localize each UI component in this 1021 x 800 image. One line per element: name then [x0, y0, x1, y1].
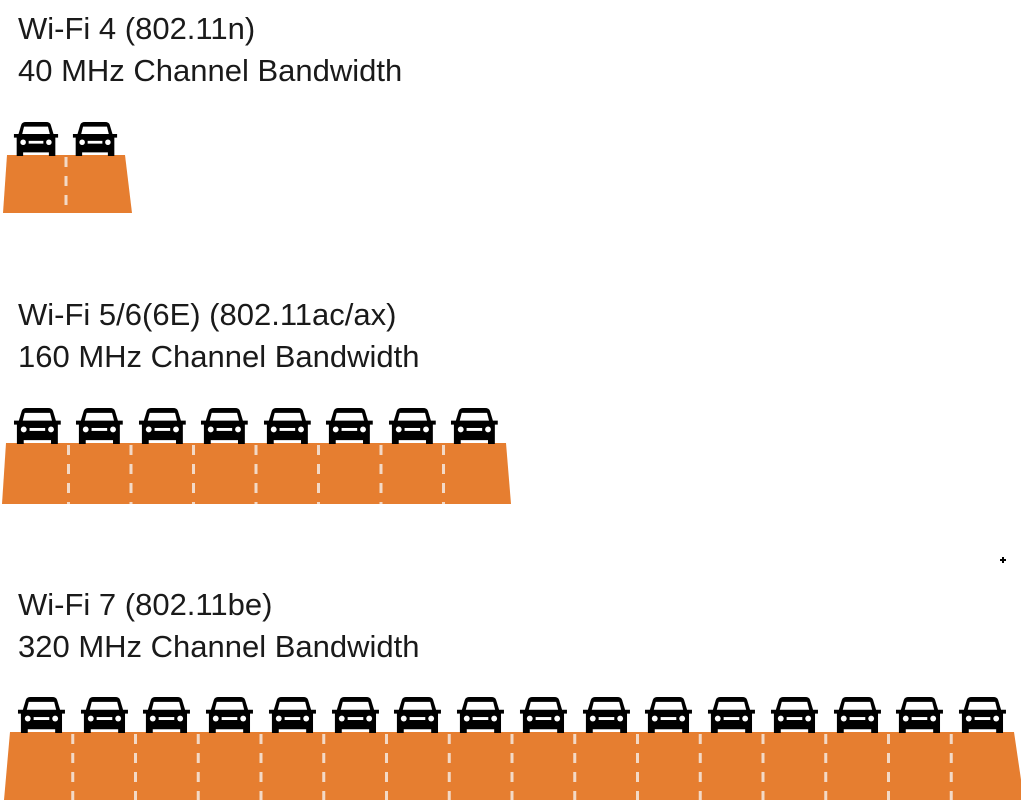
car-front-icon: [645, 696, 693, 733]
wifi4-title: Wi-Fi 4 (802.11n): [18, 11, 256, 46]
car-front-icon: [388, 407, 436, 444]
wifi56-bandwidth-label: 160 MHz Channel Bandwidth: [18, 339, 420, 374]
car-front-icon: [14, 121, 59, 156]
car-front-icon: [73, 121, 118, 156]
car-front-icon: [201, 407, 249, 444]
car-front-icon: [206, 696, 254, 733]
car-front-icon: [143, 696, 191, 733]
wifi7-bandwidth-label: 320 MHz Channel Bandwidth: [18, 629, 420, 664]
car-front-icon: [138, 407, 186, 444]
car-front-icon: [896, 696, 944, 733]
car-front-icon: [80, 696, 128, 733]
wifi56-title: Wi-Fi 5/6(6E) (802.11ac/ax): [18, 297, 397, 332]
car-front-icon: [326, 407, 374, 444]
car-front-icon: [582, 696, 630, 733]
car-front-icon: [708, 696, 756, 733]
road-trapezoid: [3, 155, 132, 213]
car-front-icon: [263, 407, 311, 444]
wifi4-bandwidth-label: 40 MHz Channel Bandwidth: [18, 53, 403, 88]
wifi7-title: Wi-Fi 7 (802.11be): [18, 587, 273, 622]
car-front-icon: [770, 696, 818, 733]
car-front-icon: [451, 407, 499, 444]
car-front-icon: [331, 696, 379, 733]
car-front-icon: [959, 696, 1007, 733]
road-trapezoid: [2, 443, 511, 504]
crosshair-cursor-icon: [1000, 557, 1006, 563]
car-front-icon: [519, 696, 567, 733]
car-front-icon: [394, 696, 442, 733]
car-front-icon: [13, 407, 61, 444]
car-front-icon: [268, 696, 316, 733]
car-front-icon: [76, 407, 124, 444]
car-front-icon: [457, 696, 505, 733]
car-front-icon: [17, 696, 65, 733]
road-trapezoid: [4, 732, 1021, 800]
car-front-icon: [833, 696, 881, 733]
